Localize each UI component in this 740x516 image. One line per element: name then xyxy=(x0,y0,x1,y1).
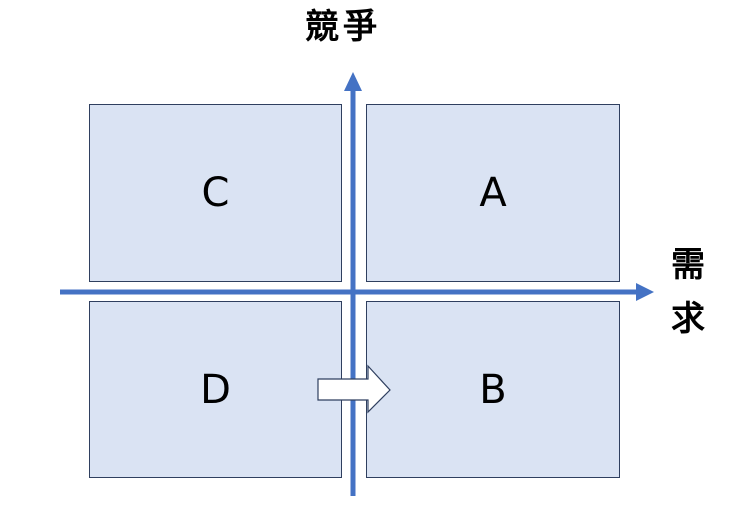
quadrant-d-label: D xyxy=(200,366,231,413)
x-axis-arrowhead xyxy=(636,283,654,301)
y-axis-arrowhead xyxy=(344,72,362,91)
quadrant-d: D xyxy=(89,301,342,478)
quadrant-a: A xyxy=(366,104,620,282)
quadrant-b: B xyxy=(366,301,620,478)
quadrant-c-label: C xyxy=(201,170,230,216)
quadrant-b-label: B xyxy=(479,366,507,413)
y-axis-label: 競爭 xyxy=(305,7,381,47)
quadrant-a-label: A xyxy=(479,170,507,216)
x-axis-label: 需求 xyxy=(671,245,705,339)
quadrant-c: C xyxy=(89,104,342,282)
